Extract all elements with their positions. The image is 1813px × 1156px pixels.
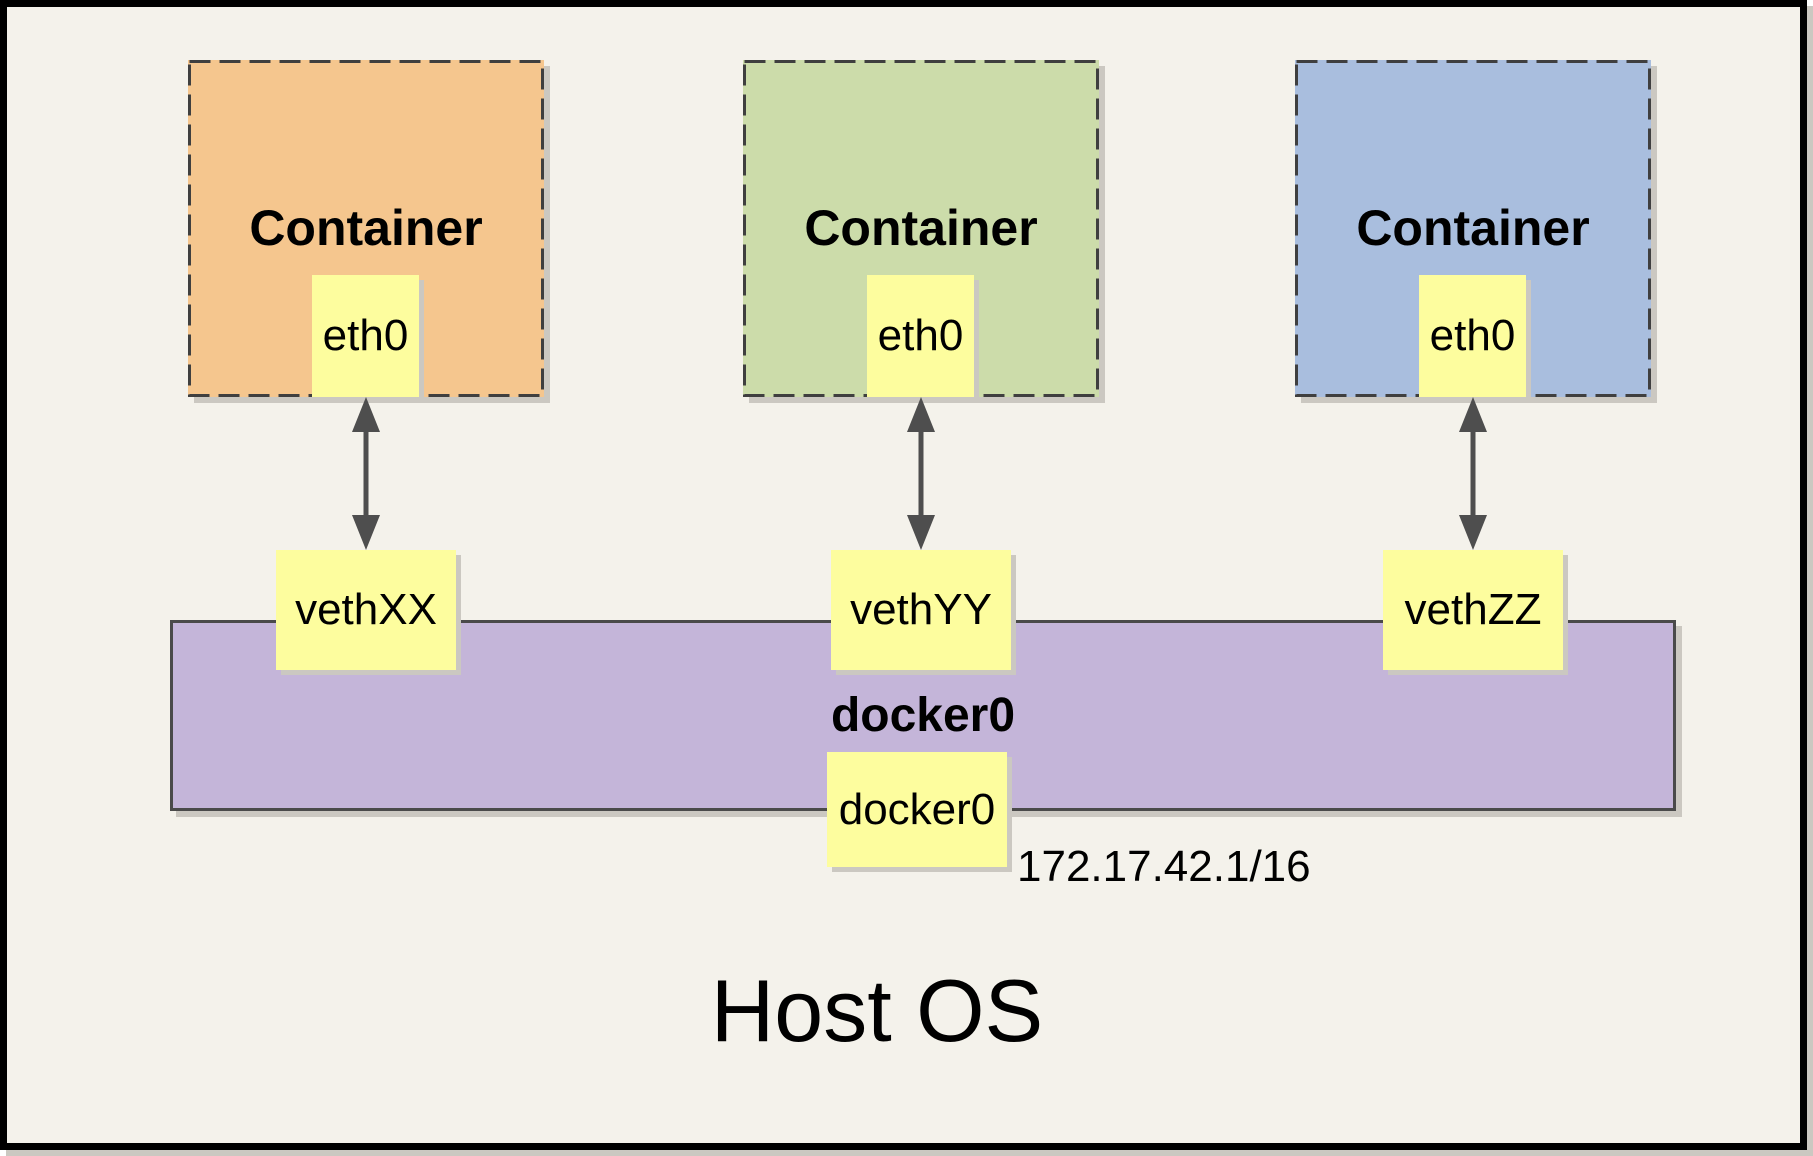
bidirectional-arrow-icon-3 xyxy=(1459,397,1487,550)
container-box-1: Container eth0 xyxy=(188,60,544,397)
vethzz-box: vethZZ xyxy=(1383,550,1563,670)
vethxx-label: vethXX xyxy=(295,585,437,634)
bidirectional-arrow-icon-2 xyxy=(907,397,935,550)
eth0-box-2: eth0 xyxy=(867,275,974,397)
dashed-border xyxy=(743,60,1099,397)
host-os-label: Host OS xyxy=(710,961,1044,1060)
container-label-2: Container xyxy=(804,200,1038,256)
dashed-border xyxy=(1295,60,1651,397)
vethyy-label: vethYY xyxy=(850,585,992,634)
eth0-label-3: eth0 xyxy=(1429,311,1516,360)
container-box-3: Container eth0 xyxy=(1295,60,1651,397)
vethyy-box: vethYY xyxy=(831,550,1011,670)
bidirectional-arrow-icon-1 xyxy=(352,397,380,550)
container-label-1: Container xyxy=(249,200,483,256)
eth0-label-1: eth0 xyxy=(322,311,409,360)
docker0-bar-title: docker0 xyxy=(830,688,1016,742)
eth0-box-1: eth0 xyxy=(312,275,419,397)
eth0-label-2: eth0 xyxy=(877,311,964,360)
vethxx-box: vethXX xyxy=(276,550,456,670)
container-label-3: Container xyxy=(1356,200,1590,256)
docker0-box-label: docker0 xyxy=(838,784,996,834)
vethzz-label: vethZZ xyxy=(1404,585,1542,634)
container-box-2: Container eth0 xyxy=(743,60,1099,397)
eth0-box-3: eth0 xyxy=(1419,275,1526,397)
ip-address-label: 172.17.42.1/16 xyxy=(1017,842,1311,891)
dashed-border xyxy=(188,60,544,397)
docker0-box: docker0 xyxy=(827,752,1007,867)
